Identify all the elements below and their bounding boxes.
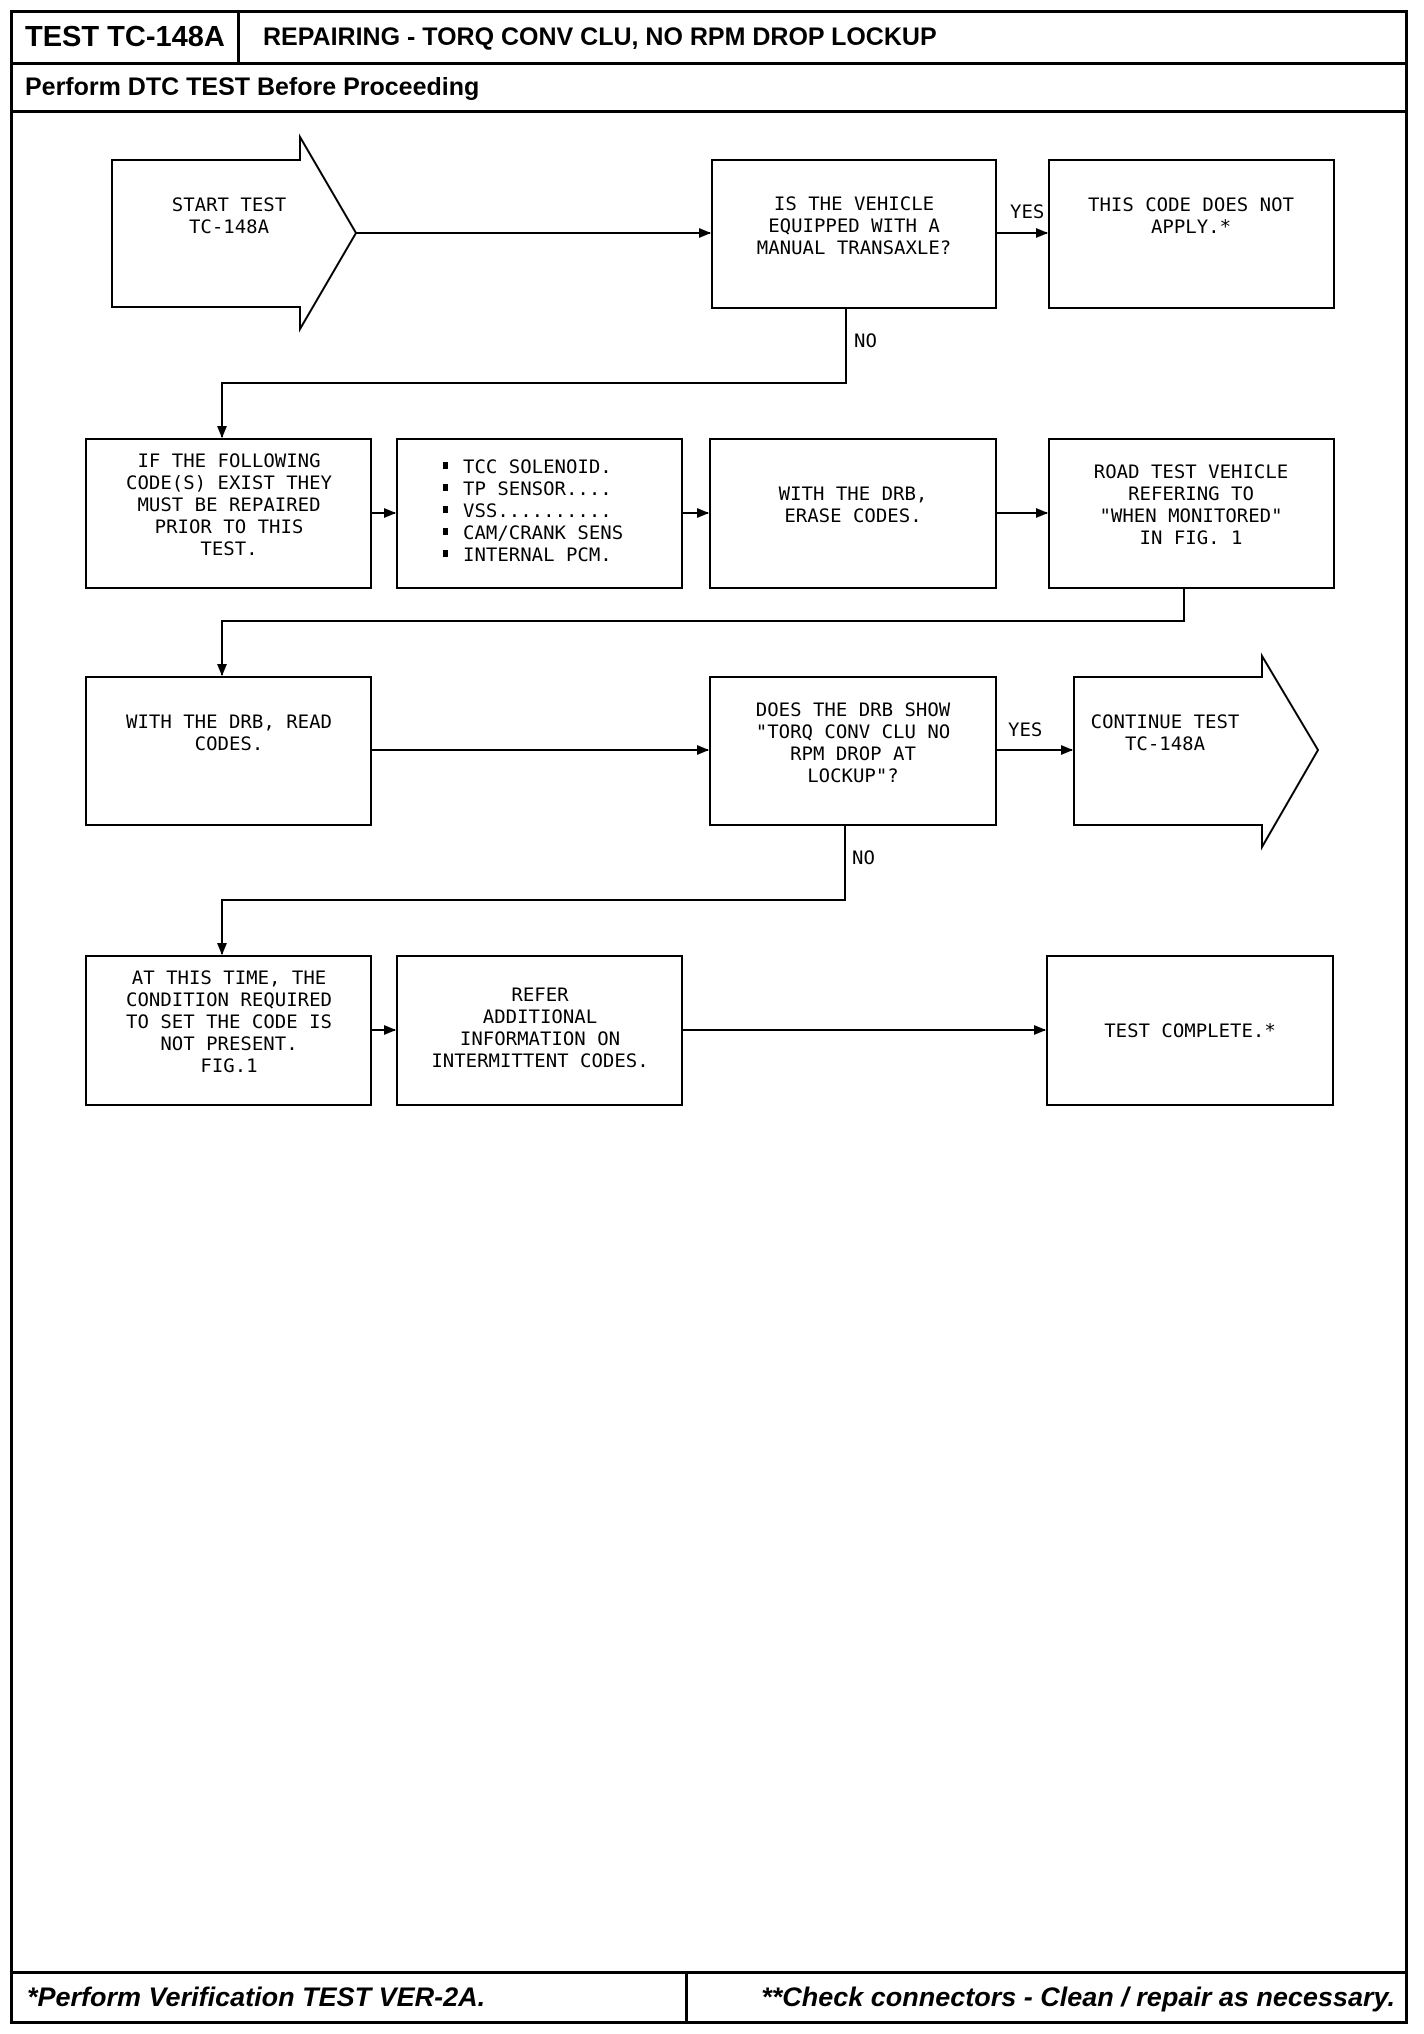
bullet-icon <box>443 462 448 469</box>
yes1-label: YES <box>1010 201 1044 223</box>
no1-label: NO <box>854 330 877 352</box>
text-line: INFORMATION ON <box>460 1028 620 1050</box>
footer-right-note: **Check connectors - Clean / repair as n… <box>761 1982 1395 2012</box>
not-present-box <box>85 955 372 1106</box>
footer-divider <box>685 1974 688 2021</box>
subtitle: Perform DTC TEST Before Proceeding <box>13 65 1405 113</box>
refer-info-box <box>396 955 683 1106</box>
text-line: FIG.1 <box>200 1055 257 1077</box>
footer-left-note: *Perform Verification TEST VER-2A. <box>27 1982 486 2012</box>
q-manual-box <box>711 159 997 309</box>
text-line: RPM DROP AT <box>790 743 916 765</box>
text-line: LOCKUP"? <box>807 765 899 787</box>
q-drb-show-box <box>709 676 997 826</box>
arrow-no2 <box>217 825 846 955</box>
code-list-item: TP SENSOR.... <box>463 478 612 500</box>
road-test-box <box>1048 438 1335 589</box>
text-line: THIS CODE DOES NOT <box>1088 194 1294 216</box>
text-line: APPLY.* <box>1151 216 1231 238</box>
bullet-icon <box>443 506 448 513</box>
text-line: IF THE FOLLOWING <box>137 450 320 472</box>
no2-label: NO <box>852 847 875 869</box>
code-list-item: TCC SOLENOID. <box>463 456 612 478</box>
bullet-icon <box>443 484 448 491</box>
text-line: EQUIPPED WITH A <box>768 215 940 237</box>
text-line: TC-148A <box>1125 733 1206 755</box>
text-line: REFERING TO <box>1128 483 1254 505</box>
code-list: TCC SOLENOID.TP SENSOR....VSS..........C… <box>443 456 623 566</box>
text-line: REFER <box>511 984 569 1006</box>
test-complete-box <box>1046 955 1334 1106</box>
text-line: NOT PRESENT. <box>160 1033 297 1055</box>
text-line: CONTINUE TEST <box>1091 711 1240 733</box>
text-line: ADDITIONAL <box>483 1006 597 1028</box>
text-line: ERASE CODES. <box>784 505 921 527</box>
text-line: PRIOR TO THIS <box>155 516 304 538</box>
bullet-icon <box>443 528 448 535</box>
text-line: CODES. <box>195 733 264 755</box>
text-line: AT THIS TIME, THE <box>132 967 326 989</box>
header-row: TEST TC-148A REPAIRING - TORQ CONV CLU, … <box>13 13 1405 65</box>
text-line: TO SET THE CODE IS <box>126 1011 332 1033</box>
codes-exist-box <box>85 438 372 589</box>
text-line: IN FIG. 1 <box>1140 527 1243 549</box>
text-line: MANUAL TRANSAXLE? <box>757 237 951 259</box>
page-title: REPAIRING - TORQ CONV CLU, NO RPM DROP L… <box>263 23 937 51</box>
yes2-label: YES <box>1008 719 1042 741</box>
text-line: CODE(S) EXIST THEY <box>126 472 332 494</box>
text-line: "WHEN MONITORED" <box>1099 505 1282 527</box>
text-line: IS THE VEHICLE <box>774 193 934 215</box>
page-frame: TEST TC-148A REPAIRING - TORQ CONV CLU, … <box>10 10 1408 2024</box>
test-id: TEST TC-148A <box>13 13 240 62</box>
text-line: DOES THE DRB SHOW <box>756 699 951 721</box>
bullet-icon <box>443 550 448 557</box>
start-arrow-shape <box>111 133 358 333</box>
text-line: TEST COMPLETE.* <box>1104 1020 1276 1042</box>
text-line: START TEST <box>172 194 286 216</box>
text-line: MUST BE REPAIRED <box>137 494 320 516</box>
erase-codes-text: WITH THE DRB,ERASE CODES. <box>779 483 928 527</box>
footer-row: *Perform Verification TEST VER-2A. **Che… <box>13 1971 1405 2021</box>
code-list-item: CAM/CRANK SENS <box>463 522 623 544</box>
text-line: TC-148A <box>189 216 270 238</box>
text-line: WITH THE DRB, <box>779 483 928 505</box>
text-line: ROAD TEST VEHICLE <box>1094 461 1288 483</box>
text-line: WITH THE DRB, READ <box>126 711 332 733</box>
text-line: TEST. <box>200 538 257 560</box>
text-line: "TORQ CONV CLU NO <box>756 721 950 743</box>
code-list-item: INTERNAL PCM. <box>463 544 612 566</box>
read-codes-box <box>85 676 372 826</box>
text-line: CONDITION REQUIRED <box>126 989 332 1011</box>
continue-arrow-shape <box>1073 652 1320 851</box>
text-line: INTERMITTENT CODES. <box>431 1050 648 1072</box>
test-complete-text: TEST COMPLETE.* <box>1104 1020 1276 1042</box>
erase-codes-box <box>709 438 997 589</box>
arrow-no1 <box>217 308 847 438</box>
not-apply-box <box>1048 159 1335 309</box>
arrow-road-to-read <box>217 588 1185 676</box>
code-list-item: VSS.......... <box>463 500 612 522</box>
